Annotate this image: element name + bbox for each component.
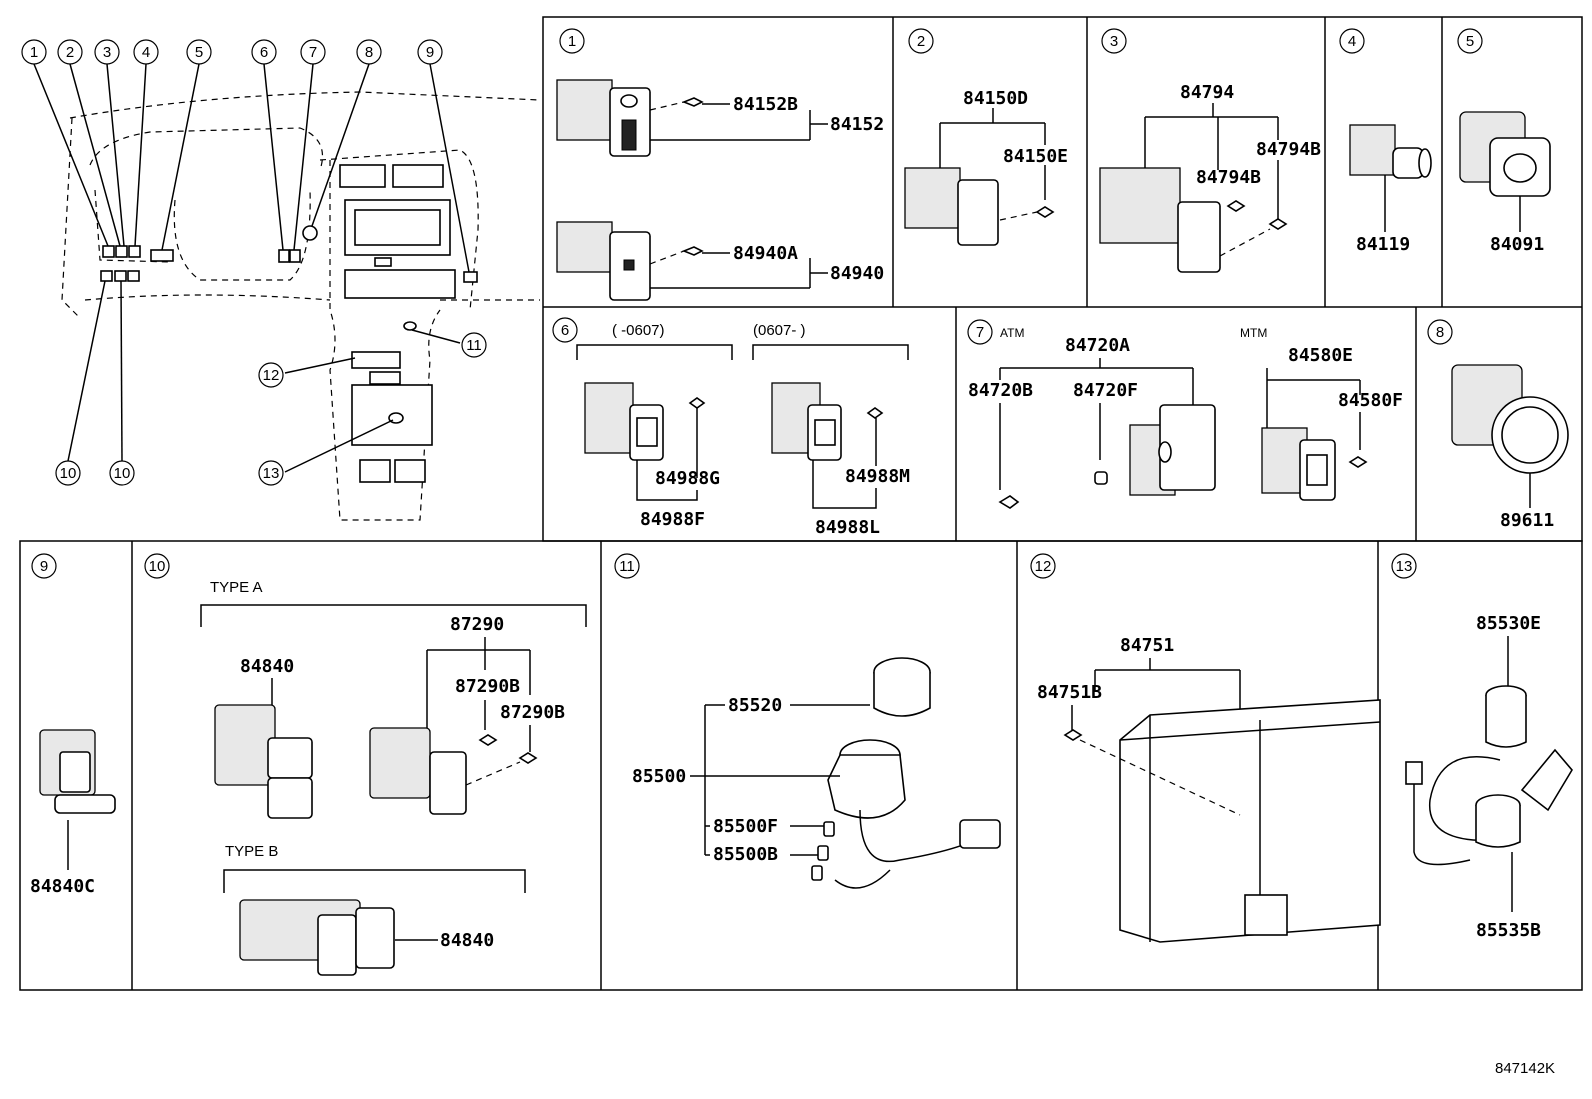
- part-85520: 85520: [728, 695, 782, 716]
- panel-2-number: 2: [917, 33, 925, 50]
- label-type-b: TYPE B: [225, 843, 278, 860]
- part-87290B-a: 87290B: [455, 676, 520, 697]
- panel-11-number: 11: [619, 558, 635, 575]
- range-b: (0607- ): [753, 322, 806, 339]
- part-84152: 84152: [830, 114, 884, 135]
- label-type-a: TYPE A: [210, 579, 263, 596]
- part-85500F: 85500F: [713, 816, 778, 837]
- part-84840-type-a: 84840: [240, 656, 294, 677]
- part-84988F: 84988F: [640, 509, 705, 530]
- callout-10a: 10: [60, 465, 77, 482]
- part-84091: 84091: [1490, 234, 1544, 255]
- callout-4: 4: [142, 44, 150, 61]
- part-84751B: 84751B: [1037, 682, 1102, 703]
- panel-13: 13 85530E 85535B: [1391, 553, 1573, 941]
- panel-12-number: 12: [1035, 558, 1052, 575]
- label-mtm: MTM: [1240, 326, 1267, 340]
- panel-6: 6 ( -0607) (0607- ) 84988G 84988F 84988M…: [552, 317, 910, 538]
- panel-11: 11 85520 85500 85500F 85500B: [614, 553, 1001, 889]
- panel-7-number: 7: [976, 324, 984, 341]
- panel-6-number: 6: [561, 322, 569, 339]
- panel-8: 8 89611: [1427, 319, 1569, 531]
- callout-2: 2: [66, 44, 74, 61]
- overview-callouts: 1 2 3 4 5 6 7 8 9 11 12 13 10 10: [21, 39, 487, 486]
- part-84119: 84119: [1356, 234, 1410, 255]
- callout-13: 13: [263, 465, 280, 482]
- callout-8: 8: [365, 44, 373, 61]
- part-85530E: 85530E: [1476, 613, 1541, 634]
- label-atm: ATM: [1000, 326, 1024, 340]
- part-84988L: 84988L: [815, 517, 880, 538]
- range-a: ( -0607): [612, 322, 665, 339]
- part-84580F: 84580F: [1338, 390, 1403, 411]
- part-84794: 84794: [1180, 82, 1234, 103]
- panel-2: 2 84150D 84150E: [904, 28, 1068, 246]
- part-85535B: 85535B: [1476, 920, 1541, 941]
- callout-3: 3: [103, 44, 111, 61]
- callout-10b: 10: [114, 465, 131, 482]
- part-84840C: 84840C: [30, 876, 95, 897]
- panel-5-number: 5: [1466, 33, 1474, 50]
- part-84988M: 84988M: [845, 466, 910, 487]
- part-85500B: 85500B: [713, 844, 778, 865]
- callout-7: 7: [309, 44, 317, 61]
- part-84751: 84751: [1120, 635, 1174, 656]
- part-84794B-b: 84794B: [1256, 139, 1321, 160]
- panel-7: 7 ATM MTM 84720A 84720B 84720F 84580E 84…: [967, 319, 1403, 509]
- callout-12: 12: [263, 367, 280, 384]
- callout-5: 5: [195, 44, 203, 61]
- part-84988G: 84988G: [655, 468, 720, 489]
- part-84720A: 84720A: [1065, 335, 1130, 356]
- diagram-id: 847142K: [1495, 1060, 1555, 1077]
- part-87290B-b: 87290B: [500, 702, 565, 723]
- part-84720F: 84720F: [1073, 380, 1138, 401]
- part-84152B: 84152B: [733, 94, 798, 115]
- part-84720B: 84720B: [968, 380, 1033, 401]
- panel-3: 3 84794 84794B 84794B: [1099, 28, 1321, 273]
- part-84794B-a: 84794B: [1196, 167, 1261, 188]
- panel-10-number: 10: [149, 558, 166, 575]
- panel-8-number: 8: [1436, 324, 1444, 341]
- dashboard-overview: 1 2 3 4 5 6 7 8 9 11 12 13 10 10: [21, 39, 541, 521]
- callout-6: 6: [260, 44, 268, 61]
- panel-5: 5 84091: [1457, 28, 1551, 255]
- part-87290: 87290: [450, 614, 504, 635]
- panel-1-number: 1: [568, 33, 576, 50]
- panel-4-number: 4: [1348, 33, 1356, 50]
- panel-9-number: 9: [40, 558, 48, 575]
- panel-13-number: 13: [1396, 558, 1413, 575]
- panel-12: 12 84751 84751B: [1030, 553, 1381, 943]
- panel-10: 10 TYPE A 84840 87290 87290B 87290B TYPE…: [144, 553, 587, 976]
- part-84150E: 84150E: [1003, 146, 1068, 167]
- part-89611: 89611: [1500, 510, 1554, 531]
- part-84840-type-b: 84840: [440, 930, 494, 951]
- callout-1: 1: [30, 44, 38, 61]
- part-84940A: 84940A: [733, 243, 798, 264]
- part-84580E: 84580E: [1288, 345, 1353, 366]
- part-84940: 84940: [830, 263, 884, 284]
- part-84150D: 84150D: [963, 88, 1028, 109]
- panel-4: 4 84119: [1339, 28, 1432, 255]
- panel-1: 1 84152B 84152 84940A 84940: [556, 28, 884, 301]
- callout-9: 9: [426, 44, 434, 61]
- panel-9: 9 84840C: [30, 553, 116, 897]
- callout-11: 11: [466, 337, 482, 354]
- part-85500: 85500: [632, 766, 686, 787]
- panel-3-number: 3: [1110, 33, 1118, 50]
